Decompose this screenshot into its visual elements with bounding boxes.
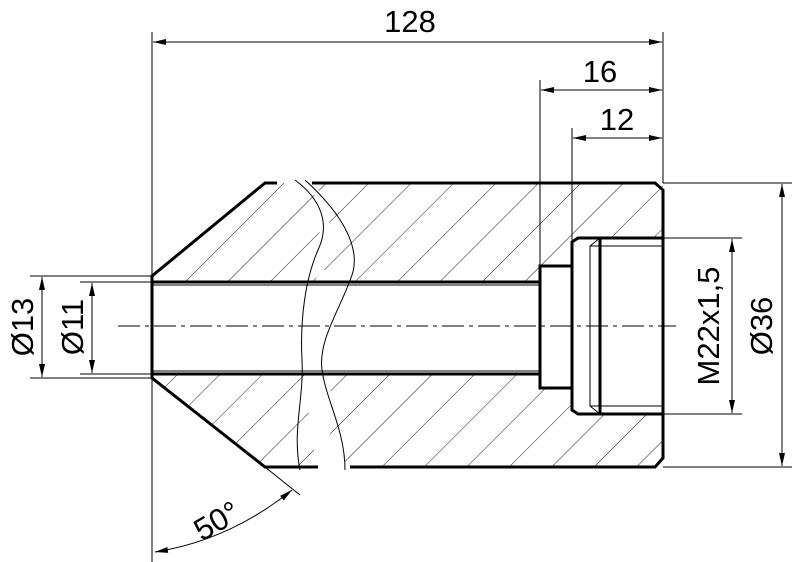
outline-right-top (312, 181, 665, 469)
ext-line-chamfer (264, 466, 301, 496)
section-upper-left (152, 183, 322, 282)
section-lower-right (318, 374, 663, 467)
thread-minor (589, 237, 663, 415)
dim-text-128: 128 (384, 4, 436, 39)
dim-arc-50 (154, 489, 293, 553)
dim-text-m22: M22x1,5 (691, 267, 726, 386)
break-line-1 (294, 179, 324, 471)
dim-text-36: Ø36 (744, 297, 779, 356)
dim-text-12: 12 (600, 102, 634, 137)
dim-text-16: 16 (583, 54, 617, 89)
dim-text-50: 50° (188, 494, 246, 548)
dim-text-11: Ø11 (55, 299, 90, 355)
thread-major (600, 236, 663, 416)
dim-text-13: Ø13 (5, 298, 40, 357)
section-lower-left (152, 374, 318, 467)
break-line-2 (304, 179, 355, 471)
section-upper-right (312, 183, 663, 282)
